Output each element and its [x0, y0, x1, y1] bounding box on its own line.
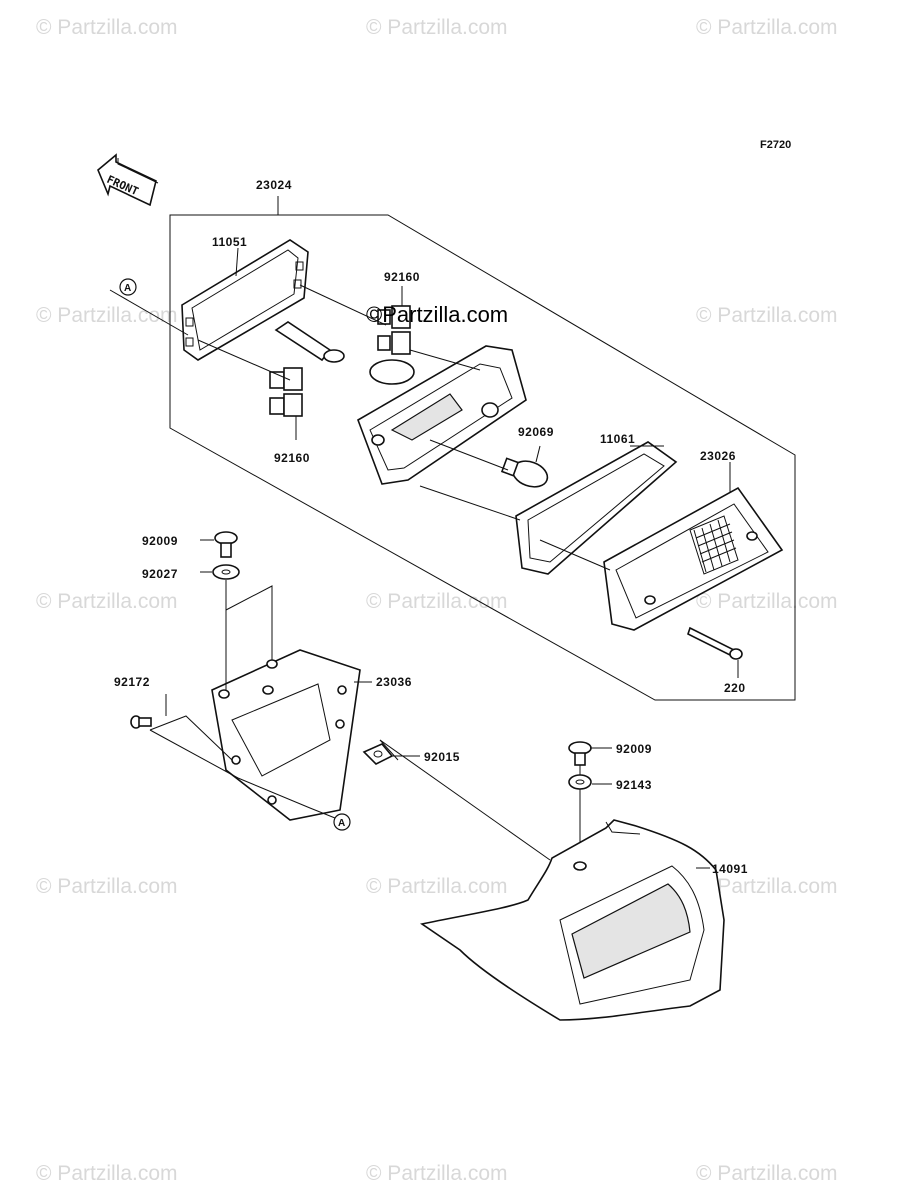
watermark: © Partzilla.com [36, 1162, 178, 1185]
watermark: © Partzilla.com [696, 590, 838, 613]
leader-lines [165, 247, 739, 869]
bracket-washer [212, 564, 240, 580]
part-label-92015: 92015 [424, 750, 460, 764]
guide-lines [109, 284, 611, 861]
watermark: © Partzilla.com [366, 875, 508, 898]
watermark: © Partzilla.com [696, 1162, 838, 1185]
callout-a-top: A [119, 278, 137, 296]
cover-screw [568, 741, 592, 766]
watermark: © Partzilla.com [366, 590, 508, 613]
watermark: © Partzilla.com [366, 16, 508, 39]
part-label-14091: 14091 [712, 862, 748, 876]
part-label-92009-lower: 92009 [616, 742, 652, 756]
lamp-housing [357, 345, 527, 485]
part-label-92143: 92143 [616, 778, 652, 792]
part-label-11061: 11061 [600, 432, 635, 446]
part-label-92069: 92069 [518, 425, 554, 439]
part-label-220: 220 [724, 681, 746, 695]
clip-nut [362, 743, 394, 765]
tail-lamp-lens [603, 486, 784, 631]
part-label-23026: 23026 [700, 449, 736, 463]
part-label-92027: 92027 [142, 567, 178, 581]
callout-a-bottom: A [333, 813, 351, 831]
watermark-grid: © Partzilla.com © Partzilla.com © Partzi… [36, 16, 838, 1185]
center-watermark: ©Partzilla.com [366, 302, 508, 327]
lamp-base-plate [181, 239, 309, 361]
callout-letter: A [124, 283, 131, 294]
bracket-screw [214, 531, 238, 558]
part-label-23024: 23024 [256, 178, 292, 192]
watermark: © Partzilla.com [36, 875, 178, 898]
part-label-92160-upper: 92160 [384, 270, 420, 284]
callout-letter: A [338, 818, 345, 829]
bracket-side-screw [130, 715, 152, 729]
bulb-92069 [500, 457, 549, 488]
lens-gasket [515, 441, 678, 575]
part-label-11051: 11051 [212, 235, 247, 249]
part-labels: 23024 11051 92160 92160 92069 11061 2302… [114, 178, 748, 876]
front-arrow-icon: FRONT [97, 153, 159, 207]
part-label-92160-lower: 92160 [274, 451, 310, 465]
part-label-92172: 92172 [114, 675, 150, 689]
watermark: © Partzilla.com [366, 1162, 508, 1185]
bulb [274, 321, 345, 363]
watermark: © Partzilla.com [696, 304, 838, 327]
part-label-92009-upper: 92009 [142, 534, 178, 548]
watermark: © Partzilla.com [36, 304, 178, 327]
watermark: © Partzilla.com [696, 16, 838, 39]
watermark: © Partzilla.com [36, 16, 178, 39]
tail-cover [419, 819, 725, 1021]
assembly-outline [169, 196, 796, 701]
part-label-23036: 23036 [376, 675, 412, 689]
watermark: © Partzilla.com [696, 875, 838, 898]
tail-lamp-bracket [211, 649, 361, 821]
diagram-code: F2720 [760, 139, 791, 151]
cover-collar [568, 774, 592, 790]
watermark: © Partzilla.com [36, 590, 178, 613]
lens-screw [687, 626, 743, 660]
